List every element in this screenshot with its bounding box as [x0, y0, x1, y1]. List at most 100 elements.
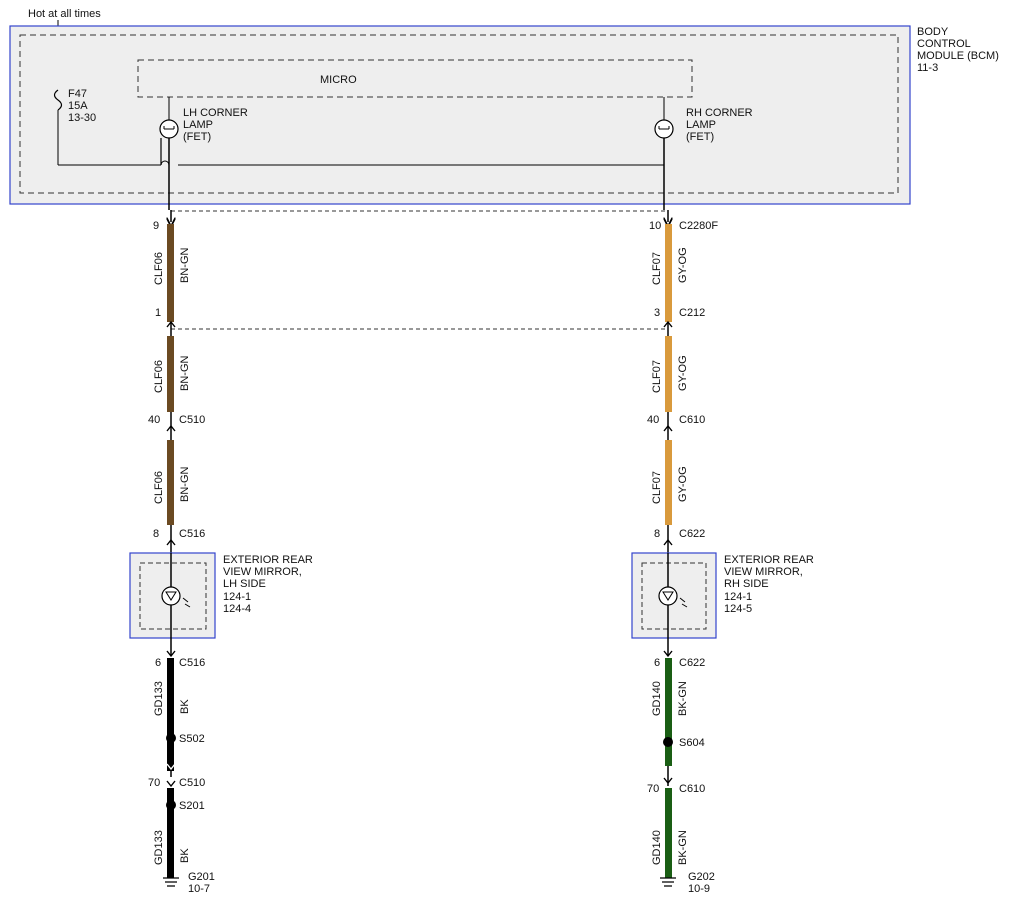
- wire-color-code: BK: [179, 848, 191, 863]
- light-rays-icon: [182, 597, 191, 608]
- micro-box: [137, 59, 693, 98]
- circuit-id: GD133: [153, 681, 165, 716]
- light-rays-icon: [679, 597, 688, 608]
- lh-mirror-label: EXTERIOR REAR: [223, 554, 313, 566]
- pin-number: 10: [649, 220, 661, 232]
- circuit-id: GD140: [651, 681, 663, 716]
- connector-id: C622: [679, 528, 705, 540]
- wire-gy-og: [665, 440, 672, 525]
- lh-fet-label: LH CORNER: [183, 107, 248, 119]
- rh-mirror-label: RH SIDE: [724, 578, 769, 590]
- splice-dot: [166, 733, 176, 743]
- wire-bk-gn: [665, 658, 672, 766]
- fuse-label: F47: [68, 88, 87, 100]
- connector-arrow: [663, 538, 673, 546]
- wire-bk: [167, 788, 174, 878]
- connector-id: C622: [679, 657, 705, 669]
- connector-arrow: [166, 763, 176, 771]
- fuse-icon: [53, 89, 63, 111]
- circuit-id: CLF06: [153, 471, 165, 504]
- lh-mirror-ref: 124-4: [223, 603, 251, 615]
- rh-mirror-label: EXTERIOR REAR: [724, 554, 814, 566]
- splice-id: S502: [179, 733, 205, 745]
- rh-circuit: 10 C2280F 3 C212 CLF07 GY-OG 40 C610 CLF…: [631, 210, 814, 895]
- circuit-id: CLF07: [651, 471, 663, 504]
- wire-color-code: BN-GN: [179, 356, 191, 392]
- lh-mirror-label: LH SIDE: [223, 578, 266, 590]
- wire-bn-gn: [167, 336, 174, 412]
- lh-fet-label: LAMP: [183, 119, 213, 131]
- lh-fet-label: (FET): [183, 131, 211, 143]
- fuse-ref: 13-30: [68, 112, 96, 124]
- splice-id: S201: [179, 800, 205, 812]
- rh-fet-label: (FET): [686, 131, 714, 143]
- pin-number: 9: [153, 220, 159, 232]
- lh-mirror-ref: 124-1: [223, 591, 251, 603]
- wire-color-code: BN-GN: [179, 467, 191, 503]
- bcm-module-box: [9, 25, 911, 205]
- ground-icon: [163, 877, 179, 887]
- wire-gy-og: [665, 224, 672, 322]
- rh-mirror-ref: 124-1: [724, 591, 752, 603]
- pin-number: 8: [153, 528, 159, 540]
- led-icon: [662, 591, 674, 601]
- pin-number: 40: [647, 414, 659, 426]
- bcm-name-line: CONTROL: [917, 38, 971, 50]
- connector-arrow: [166, 538, 176, 546]
- fet-symbol-icon: [163, 126, 175, 130]
- wire-color-code: GY-OG: [677, 247, 689, 283]
- bcm-name-line: MODULE (BCM): [917, 50, 999, 62]
- wire-color-code: GY-OG: [677, 466, 689, 502]
- wire-bn-gn: [167, 440, 174, 525]
- pin-number: 1: [155, 307, 161, 319]
- lamp-icon: [161, 586, 181, 606]
- connector-id: C510: [179, 777, 205, 789]
- wire-color-code: GY-OG: [677, 355, 689, 391]
- connector-id: C610: [679, 414, 705, 426]
- wire-color-code: BK: [179, 699, 191, 714]
- pin-number: 8: [654, 528, 660, 540]
- lamp-icon: [658, 586, 678, 606]
- hot-at-all-times-label: Hot at all times: [28, 8, 101, 20]
- pin-number: 70: [647, 783, 659, 795]
- rh-mirror-label: VIEW MIRROR,: [724, 566, 803, 578]
- splice-dot: [663, 737, 673, 747]
- connector-arrow: [166, 424, 176, 432]
- wire-bn-gn: [167, 224, 174, 322]
- lh-circuit: 9 1 CLF06 BN-GN 40 C510 CLF06 BN-GN 8 C5…: [129, 210, 313, 895]
- pin-number: 70: [148, 777, 160, 789]
- rh-mirror-ref: 124-5: [724, 603, 752, 615]
- pin-number: 6: [654, 657, 660, 669]
- pin-number: 6: [155, 657, 161, 669]
- connector-arrow: [663, 650, 673, 658]
- ground-id: G202: [688, 871, 715, 883]
- connector-id: C610: [679, 783, 705, 795]
- wire-color-code: BK-GN: [677, 830, 689, 865]
- splice-id: S604: [679, 737, 705, 749]
- connector-id: C516: [179, 528, 205, 540]
- pin-number: 3: [654, 307, 660, 319]
- led-icon: [165, 591, 177, 601]
- wire-bk: [167, 658, 174, 771]
- connector-id: C2280F: [679, 220, 718, 232]
- bcm-name: BODY CONTROL MODULE (BCM) 11-3: [917, 26, 999, 74]
- wire-bk-gn: [665, 788, 672, 878]
- fuse-rating: 15A: [68, 100, 88, 112]
- bcm-page-ref: 11-3: [917, 62, 938, 74]
- circuit-id: GD140: [651, 830, 663, 865]
- circuit-id: CLF07: [651, 252, 663, 285]
- wire-color-code: BN-GN: [179, 248, 191, 284]
- ground-ref: 10-9: [688, 883, 710, 895]
- ground-id: G201: [188, 871, 215, 883]
- rh-mirror-component: [631, 552, 717, 639]
- ground-ref: 10-7: [188, 883, 210, 895]
- connector-arrow: [663, 320, 673, 328]
- fet-symbol-icon: [658, 126, 670, 130]
- connector-arrow: [663, 777, 673, 785]
- lh-mirror-inner: [139, 562, 207, 630]
- splice-dot: [166, 800, 176, 810]
- circuit-id: CLF06: [153, 252, 165, 285]
- micro-label: MICRO: [320, 74, 357, 86]
- connector-arrow: [663, 424, 673, 432]
